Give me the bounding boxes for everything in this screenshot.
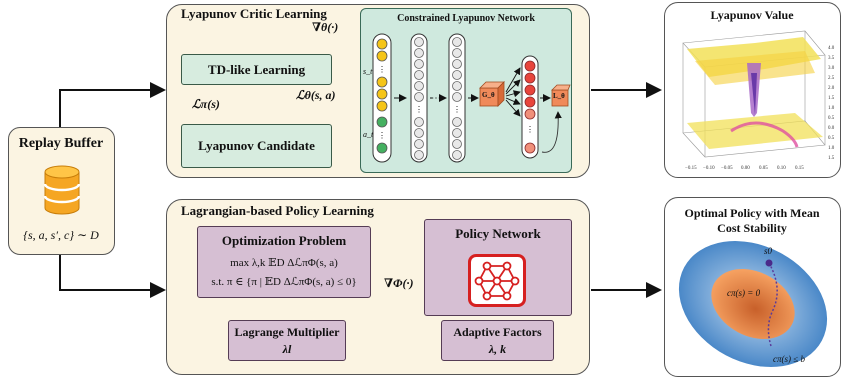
stability-region-plot xyxy=(678,241,828,367)
lagrange-title: Lagrange Multiplier xyxy=(234,325,340,339)
network-diagram: ⋮ ⋮ ⋮ ⋮ ⋯ ⋮ xyxy=(372,33,571,163)
svg-text:⋯: ⋯ xyxy=(431,93,441,104)
g-theta-label: G_θ xyxy=(482,91,495,99)
optimization-constraint: s.t. π ∈ {π | 𝔼D ΔℒπΦ(s, a) ≤ 0} xyxy=(211,276,357,288)
svg-text:3.0: 3.0 xyxy=(828,66,835,71)
svg-text:1.0: 1.0 xyxy=(828,106,835,111)
svg-text:4.0: 4.0 xyxy=(828,46,835,51)
policy-network-title: Policy Network xyxy=(455,226,541,241)
optimal-policy-panel: Optimal Policy with Mean Cost Stability … xyxy=(664,197,841,377)
outer-region-label: cπ(s) ≤ b xyxy=(773,354,805,364)
inner-region-label: cπ(s) = 0 xyxy=(727,288,761,298)
svg-text:⋮: ⋮ xyxy=(378,131,386,140)
svg-text:2.0: 2.0 xyxy=(828,86,835,91)
replay-buffer-panel: Replay Buffer {s, a, s′, c} ∼ D xyxy=(8,127,115,255)
grad-phi-label: ∇Φ(·) xyxy=(384,276,414,290)
replay-tuple: {s, a, s′, c} ∼ D xyxy=(23,228,99,242)
optimal-title-line1: Optimal Policy with Mean xyxy=(684,206,820,220)
svg-text:−0.05: −0.05 xyxy=(721,166,733,171)
replay-buffer-title: Replay Buffer xyxy=(18,136,104,151)
adaptive-symbol: λ, k xyxy=(488,342,507,356)
policy-network-box: Policy Network xyxy=(424,219,572,316)
grad-theta-label: ∇θ(·) xyxy=(312,20,339,34)
svg-text:⋮: ⋮ xyxy=(415,105,423,114)
lyapunov-candidate-box: Lyapunov Candidate xyxy=(181,124,332,168)
neural-network-icon xyxy=(474,261,520,301)
svg-text:1.0: 1.0 xyxy=(828,146,835,151)
input-a-label: a_t xyxy=(363,130,374,139)
td-learning-box: TD-like Learning xyxy=(181,54,332,85)
svg-text:0.10: 0.10 xyxy=(777,166,786,171)
input-s-label: s_t xyxy=(363,67,373,76)
lyapunov-surface-plot: −0.15 −0.10 −0.05 0.00 0.05 0.10 0.15 4.0 3.5 3… xyxy=(682,30,835,171)
buffer-to-policy-arrow xyxy=(59,255,166,298)
lyapunov-value-panel: Lyapunov Value −0.15 −0.10 −0.05 0.00 0.05 0… xyxy=(664,2,841,178)
lyapunov-value-title: Lyapunov Value xyxy=(710,8,794,22)
svg-text:−0.10: −0.10 xyxy=(703,166,715,171)
optimization-objective: max λ,k 𝔼D ΔℒπΦ(s, a) xyxy=(230,257,338,269)
optimization-title: Optimization Problem xyxy=(221,233,347,248)
network-title: Constrained Lyapunov Network xyxy=(397,13,535,24)
database-icon xyxy=(43,165,81,215)
svg-text:−0.15: −0.15 xyxy=(685,166,697,171)
optimal-title-line2: Cost Stability xyxy=(717,221,787,235)
svg-text:0.5: 0.5 xyxy=(828,136,835,141)
svg-text:1.5: 1.5 xyxy=(828,96,835,101)
policy-title: Lagrangian-based Policy Learning xyxy=(181,203,374,218)
svg-text:1.5: 1.5 xyxy=(828,156,835,161)
svg-text:⋮: ⋮ xyxy=(526,125,534,134)
lagrange-symbol: λl xyxy=(282,342,292,356)
svg-text:0.05: 0.05 xyxy=(759,166,768,171)
loss-pi-label: ℒπ(s) xyxy=(192,97,220,111)
svg-text:0.5: 0.5 xyxy=(828,116,835,121)
optimization-problem-box: Optimization Problem max λ,k 𝔼D ΔℒπΦ(s, … xyxy=(197,226,371,298)
svg-text:0.00: 0.00 xyxy=(741,166,750,171)
adaptive-title: Adaptive Factors xyxy=(453,325,542,339)
svg-text:3.5: 3.5 xyxy=(828,56,835,61)
critic-title: Lyapunov Critic Learning xyxy=(181,6,327,21)
svg-text:2.5: 2.5 xyxy=(828,76,835,81)
svg-text:⋮: ⋮ xyxy=(453,105,461,114)
svg-text:⋮: ⋮ xyxy=(378,65,386,74)
s0-label: s0 xyxy=(764,246,773,256)
loss-theta-label: ℒθ(s, a) xyxy=(296,88,336,102)
lagrange-multiplier-box: Lagrange Multiplier λl xyxy=(228,320,346,361)
svg-text:0.15: 0.15 xyxy=(795,166,804,171)
l-theta-label: L_θ xyxy=(553,92,565,100)
svg-text:0.0: 0.0 xyxy=(828,126,835,131)
adaptive-factors-box: Adaptive Factors λ, k xyxy=(441,320,554,361)
buffer-to-critic-arrow xyxy=(59,82,166,128)
